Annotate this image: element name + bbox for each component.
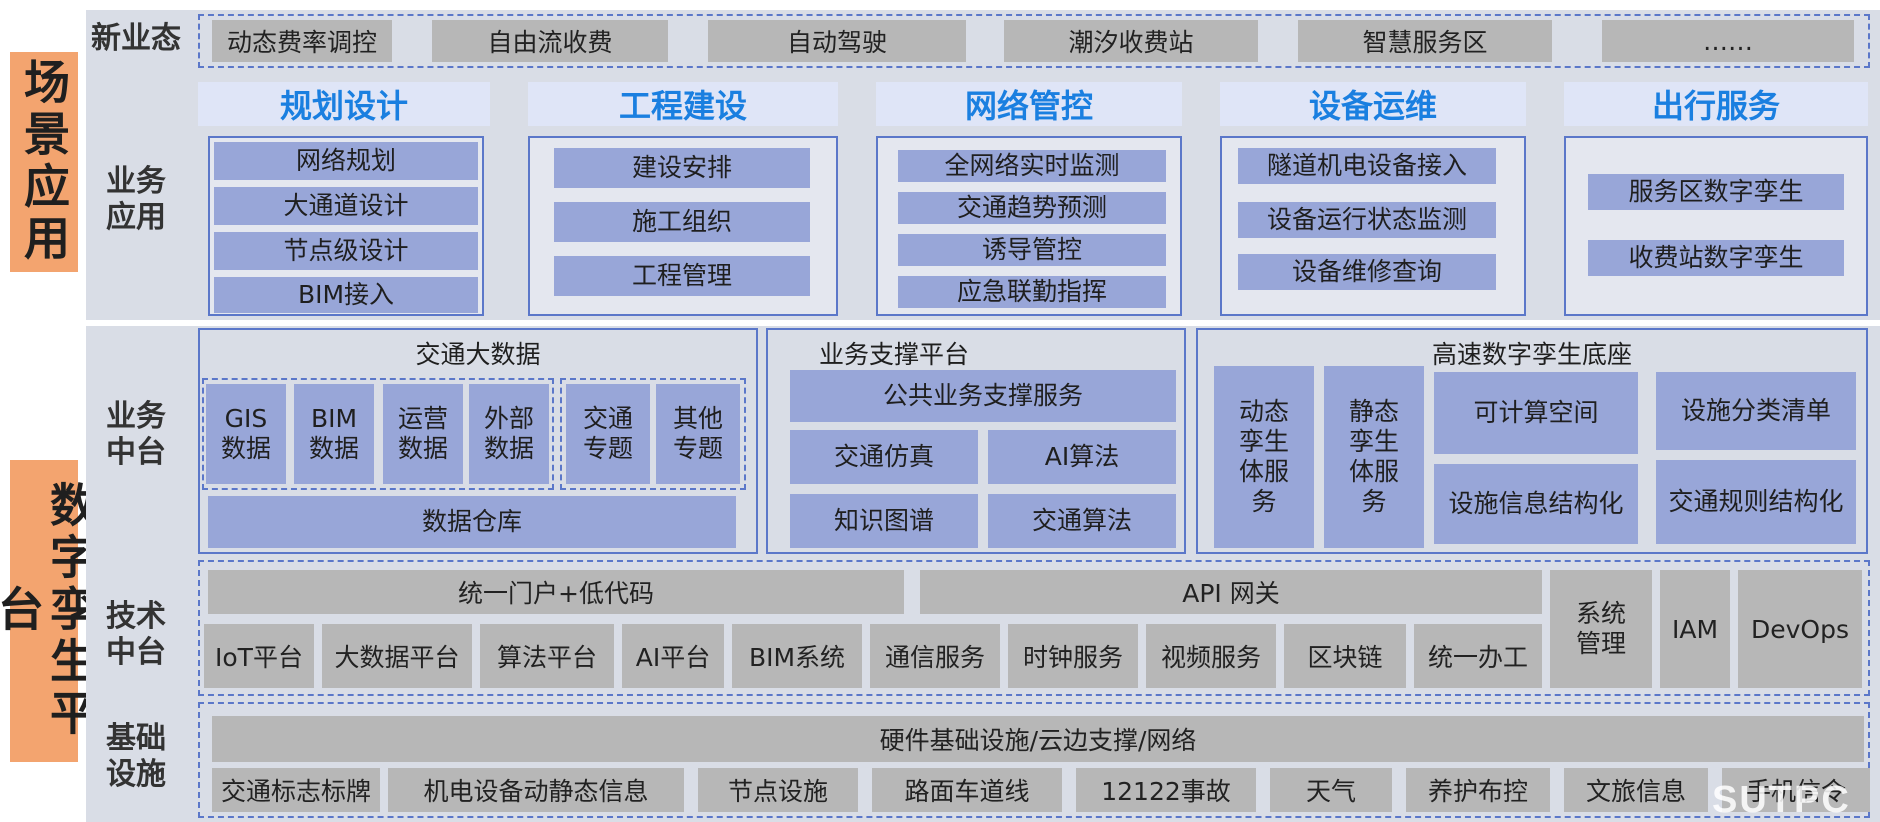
app-column-title: 出行服务 [1564,82,1868,126]
app-column-item: 诱导管控 [898,234,1166,266]
twin-base-title: 高速数字孪生底座 [1431,340,1632,369]
side-label-digital-twin: 数字孪生平台 [0,460,97,762]
tech-iam: IAM [1660,570,1730,688]
twin-item: 设施信息结构化 [1434,464,1638,544]
row-label-biz-app: 业务 应用 [106,164,166,235]
infra-item: 机电设备动静态信息 [388,768,684,812]
app-column-item: 设备运行状态监测 [1238,202,1496,238]
new-biz-item: 潮汐收费站 [1004,20,1258,62]
row-label-tech-mid: 技术 中台 [106,599,166,670]
app-column-item: 全网络实时监测 [898,150,1166,182]
tech-api-gateway: API 网关 [920,570,1542,614]
tech-system-management: 系统 管理 [1550,570,1652,688]
tech-item: 统一办工 [1414,624,1542,688]
infra-item: 手机信令 [1722,768,1870,812]
data-cell: 其他 专题 [656,384,740,484]
new-biz-item: 自由流收费 [432,20,668,62]
data-group-topic [560,378,746,490]
support-item: 交通仿真 [790,430,978,484]
support-panel [766,328,1186,554]
app-column-box [1564,136,1868,316]
tech-item: AI平台 [622,624,724,688]
app-column-item: 网络规划 [214,142,478,180]
app-column-item: 大通道设计 [214,187,478,225]
data-cell: 运营 数据 [383,384,463,484]
app-column-item: 服务区数字孪生 [1588,174,1844,210]
app-column-item: BIM接入 [214,277,478,313]
sutpc-watermark: SUTPC [1712,779,1851,821]
infra-hardware: 硬件基础设施/云边支撑/网络 [212,716,1864,762]
twin-service-dynamic: 动态 孪生 体服 务 [1214,366,1314,548]
app-column-item: 应急联勤指挥 [898,276,1166,308]
data-warehouse: 数据仓库 [208,496,736,548]
twin-item: 交通规则结构化 [1656,460,1856,544]
app-column-item: 建设安排 [554,148,810,188]
data-cell: 外部 数据 [469,384,549,484]
side-label-scene-app: 场景应用 [10,52,78,272]
support-item: 知识图谱 [790,494,978,548]
app-column-item: 收费站数字孪生 [1588,240,1844,276]
app-column-title: 规划设计 [198,82,490,126]
support-item: 交通算法 [988,494,1176,548]
tech-item: 时钟服务 [1008,624,1138,688]
tech-item: 通信服务 [870,624,1000,688]
tech-item: 区块链 [1284,624,1406,688]
big-data-panel [198,328,758,554]
twin-service-static: 静态 孪生 体服 务 [1324,366,1424,548]
infra-item: 路面车道线 [872,768,1062,812]
twin-base-panel [1196,328,1868,554]
data-cell: GIS 数据 [206,384,286,484]
infra-item: 文旅信息 [1564,768,1708,812]
tech-portal: 统一门户+低代码 [208,570,904,614]
twin-item: 可计算空间 [1434,372,1638,454]
app-column-title: 设备运维 [1220,82,1526,126]
twin-item: 设施分类清单 [1656,372,1856,450]
row-label-biz-mid: 业务 中台 [106,399,166,470]
app-column-item: 施工组织 [554,202,810,242]
tech-devops: DevOps [1738,570,1862,688]
tech-item: 大数据平台 [322,624,472,688]
app-column-title: 网络管控 [876,82,1182,126]
infra-item: 交通标志标牌 [212,768,380,812]
data-group-primary [202,378,554,490]
data-cell: 交通 专题 [566,384,650,484]
tech-item: 算法平台 [480,624,614,688]
tech-mid-container [198,560,1870,696]
support-title: 业务支撑平台 [818,340,969,369]
tech-item: BIM系统 [732,624,862,688]
app-column-item: 节点级设计 [214,232,478,270]
infra-container [198,702,1870,818]
infra-item: 养护布控 [1406,768,1550,812]
new-biz-container [198,14,1870,68]
app-column-title: 工程建设 [528,82,838,126]
app-column-item: 工程管理 [554,256,810,296]
big-data-title: 交通大数据 [415,340,541,369]
infra-item: 12122事故 [1076,768,1256,812]
row-label-new-biz: 新业态 [91,21,181,56]
new-biz-item: 自动驾驶 [708,20,966,62]
row-label-infra: 基础 设施 [106,721,166,792]
support-common: 公共业务支撑服务 [790,370,1176,422]
new-biz-item: 动态费率调控 [212,20,392,62]
tech-item: 视频服务 [1146,624,1276,688]
app-column-item: 交通趋势预测 [898,192,1166,224]
tech-item: IoT平台 [204,624,314,688]
new-biz-item: 智慧服务区 [1298,20,1552,62]
new-biz-item: …… [1602,20,1854,62]
data-cell: BIM 数据 [294,384,374,484]
app-column-item: 设备维修查询 [1238,254,1496,290]
infra-item: 节点设施 [698,768,858,812]
infra-item: 天气 [1270,768,1392,812]
app-column-item: 隧道机电设备接入 [1238,148,1496,184]
support-item: AI算法 [988,430,1176,484]
